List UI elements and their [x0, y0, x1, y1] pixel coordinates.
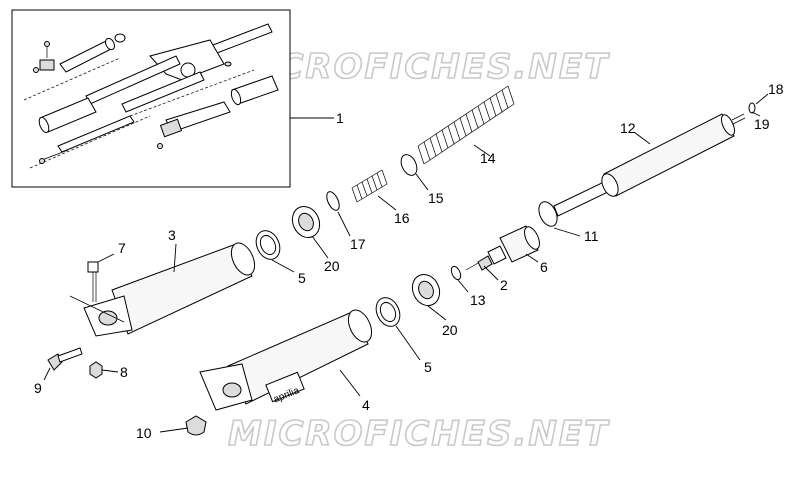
main-spring-14	[417, 85, 515, 165]
callout-10: 10	[136, 425, 152, 441]
washer-17	[326, 191, 340, 211]
callout-5-upper: 5	[298, 270, 306, 286]
callout-3: 3	[168, 227, 176, 243]
callout-11: 11	[584, 228, 599, 244]
washer-13	[450, 265, 462, 281]
callout-12: 12	[620, 120, 636, 136]
callout-9: 9	[34, 380, 42, 396]
fork-assembly-inset	[11, 9, 291, 188]
callout-8: 8	[120, 364, 128, 380]
callout-1: 1	[336, 110, 344, 126]
callout-15: 15	[428, 190, 444, 206]
oil-seal-20-lower	[411, 273, 441, 307]
oil-seal-20-upper	[291, 205, 321, 239]
bolt-7	[87, 261, 99, 302]
bolt-9	[47, 347, 83, 371]
damper-cartridge-12	[601, 113, 746, 197]
fork-slider-4: aprilia	[199, 309, 373, 411]
o-ring-18	[748, 102, 756, 114]
dust-seal-5-upper	[255, 230, 281, 260]
callout-20-lower: 20	[442, 322, 458, 338]
callout-7: 7	[118, 240, 126, 256]
callout-18: 18	[768, 81, 784, 97]
bolt-2	[465, 255, 493, 271]
nut-8	[89, 361, 103, 379]
cap-nut-10	[185, 415, 207, 436]
callout-labels: 1 2 3 4 5 5 6 7 8 9 10 11 12 13 14 15 16…	[34, 81, 784, 441]
dust-seal-5-lower	[375, 297, 401, 327]
callout-5-lower: 5	[424, 359, 432, 375]
callout-13: 13	[470, 292, 486, 308]
callout-4: 4	[362, 397, 370, 413]
watermark-top: MICROFICHES.NET	[228, 47, 610, 87]
callout-6: 6	[540, 259, 548, 275]
short-spring-16	[351, 169, 388, 203]
damper-piston-6	[487, 225, 540, 265]
fork-slider-3	[69, 242, 256, 337]
callout-17: 17	[350, 236, 366, 252]
callout-14: 14	[480, 150, 496, 166]
callout-2: 2	[500, 277, 508, 293]
callout-20-upper: 20	[324, 258, 340, 274]
watermark-bottom: MICROFICHES.NET	[228, 414, 610, 454]
spacer-ring-15	[400, 154, 418, 176]
callout-19: 19	[754, 116, 770, 132]
callout-16: 16	[394, 210, 410, 226]
leader-lines	[43, 93, 769, 433]
